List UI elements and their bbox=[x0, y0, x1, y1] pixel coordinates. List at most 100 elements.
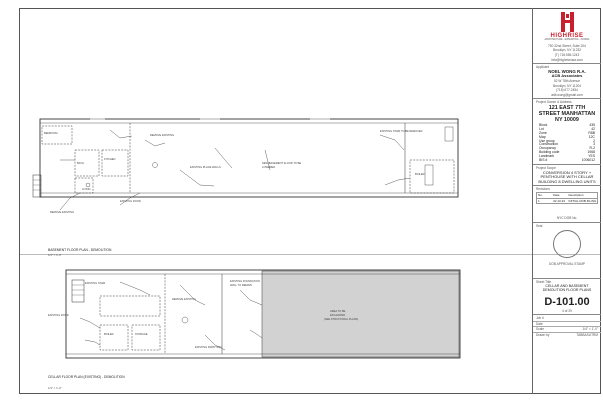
revisions-cell: INITIAL DOB FILING bbox=[568, 198, 597, 203]
plan-note: EXISTING DOOR bbox=[48, 313, 69, 317]
project-address-line-1: 121 EAST 7TH bbox=[548, 104, 586, 111]
room-label: BOILER bbox=[104, 332, 114, 336]
company-city: Brooklyn, NY 11232 bbox=[552, 48, 582, 53]
project-info-key: Lot bbox=[539, 126, 544, 131]
plan-separator bbox=[20, 254, 600, 255]
date-label: Date bbox=[536, 321, 543, 326]
approval-stamp-label: DOB APPROVAL STAMP bbox=[548, 261, 586, 266]
applicant-firm: ACB Associates bbox=[551, 73, 583, 79]
project-info-row: Occupancy R-2 bbox=[533, 146, 601, 151]
room-label: BATH bbox=[77, 161, 84, 165]
applicant-name: NOEL WONG R.A. bbox=[548, 68, 586, 74]
sheet-title-label: Sheet Title bbox=[536, 279, 552, 284]
scope-text: CONVERSION 4 STORY + PENTHOUSE WITH CELL… bbox=[538, 169, 596, 184]
scope-label: Project Scope bbox=[536, 165, 556, 170]
drawn-by-value: TABBASUTRM bbox=[576, 332, 598, 337]
project-info-row: BIS #1006012 bbox=[533, 158, 601, 163]
sheet-title: CELLAR AND BASEMENT DEMOLITION FLOOR PLA… bbox=[542, 284, 592, 293]
cellar-plan-title: CELLAR FLOOR PLAN (EXISTING) - DEMOLITIO… bbox=[48, 375, 125, 379]
room-label: KITCHEN bbox=[104, 157, 116, 161]
plan-note: REMOVE EXISTING bbox=[150, 133, 174, 137]
project-info-value: 3 bbox=[593, 142, 595, 147]
project-info-row: Block 435 bbox=[533, 122, 601, 128]
project-info-row: Map 12C bbox=[533, 134, 601, 140]
revisions-cell: 02.10.23 bbox=[553, 198, 565, 203]
applicant-phone: (718) 677-2454 bbox=[556, 88, 578, 93]
applicant-label: Applicant bbox=[536, 65, 550, 70]
page-of: 4 of 29 bbox=[562, 308, 572, 313]
highrise-logo-icon bbox=[560, 12, 574, 32]
room-label: STORAGE bbox=[135, 332, 148, 336]
project-info-value: YES bbox=[588, 154, 595, 159]
plan-note: EXISTING DOOR bbox=[120, 199, 141, 203]
basement-plan-scale: 1/4" = 1'-0" bbox=[48, 253, 62, 257]
project-info-key: Block bbox=[539, 122, 548, 127]
revisions-header-cell: Description bbox=[568, 192, 584, 197]
cellar-plan-scale: 1/4" = 1'-0" bbox=[48, 386, 62, 390]
project-info-row: Building code 1968 bbox=[533, 150, 601, 155]
plan-note: NEW BASEMENT FLOOR TO BE bbox=[262, 161, 301, 165]
applicant-city: Brooklyn, NY 11204 bbox=[552, 83, 582, 88]
plan-note: EXISTING STAIR TO BE REMOVED bbox=[380, 129, 423, 133]
company-email[interactable]: info@highriseusa.com bbox=[551, 57, 583, 62]
cellar-plan bbox=[65, 269, 461, 359]
title-block: HIGHRISE ARCHITECTURE · EXPEDITING · ZON… bbox=[532, 8, 601, 394]
project-address-line-2: STREET MANHATTAN bbox=[538, 110, 596, 117]
project-info-value: 2 bbox=[593, 138, 595, 143]
plan-note: EXISTING PLACE WALLS bbox=[190, 165, 221, 169]
project-info-row: Landmark YES bbox=[533, 154, 601, 159]
project-address-line-3: NY 10009 bbox=[555, 116, 579, 123]
plan-note: EXISTING STAIR bbox=[85, 281, 105, 285]
plan-note: EXISTING FOUNDATION bbox=[230, 279, 260, 283]
project-info-row: Zone R8B bbox=[533, 130, 601, 136]
excavation-hatch bbox=[261, 270, 460, 358]
project-info-value: 1968 bbox=[587, 150, 595, 155]
company-logo: HIGHRISE ARCHITECTURE · EXPEDITING · ZON… bbox=[533, 8, 601, 43]
project-info-value: 1006012 bbox=[581, 158, 595, 163]
project-info-key: Zone bbox=[539, 130, 547, 135]
plan-note: AREA TO BE bbox=[330, 309, 346, 313]
company-phone: (T) 718.555.1243 bbox=[554, 52, 580, 57]
project-label: Project Owner & Address bbox=[536, 100, 572, 105]
project-info-key: Map bbox=[539, 134, 546, 139]
project-info-key: Construction bbox=[539, 142, 559, 147]
room-label: BOILER bbox=[415, 172, 425, 176]
plan-note: EXISTING PARTITION bbox=[195, 345, 222, 349]
seal-circle bbox=[553, 230, 581, 259]
project-info-key: Building code bbox=[539, 150, 560, 155]
job-label: Job # bbox=[536, 316, 544, 321]
revisions-header-cell: No. bbox=[538, 192, 543, 197]
revisions-header-cell: Date bbox=[553, 192, 560, 197]
project-info-key: Landmark bbox=[539, 154, 555, 159]
revisions-label: Revisions bbox=[536, 187, 550, 192]
revisions-cell: 1 bbox=[538, 198, 540, 203]
project-info-value: 12C bbox=[588, 134, 595, 139]
applicant-email[interactable]: adb.wong@gmail.com bbox=[551, 92, 583, 97]
scale-label: Scale bbox=[536, 327, 544, 332]
room-label: BEDROOM bbox=[44, 131, 57, 135]
basement-plan bbox=[32, 118, 459, 211]
scale-value: 1/4" = 1'-0" bbox=[582, 327, 598, 332]
plan-note: WALL TO REMAIN bbox=[230, 283, 252, 287]
plan-note: LOWERED bbox=[262, 165, 275, 169]
company-name: HIGHRISE bbox=[550, 32, 584, 39]
seal-label: Seal bbox=[536, 223, 543, 228]
company-address: 750 32nd Street, Suite 204 bbox=[548, 43, 586, 48]
plan-note: (SEE STRUCTURAL PLANS) bbox=[324, 317, 358, 321]
project-info-value: R-2 bbox=[589, 146, 595, 151]
project-info-row: Construction 3 bbox=[533, 143, 601, 147]
project-info-value: R8B bbox=[588, 130, 595, 135]
project-info-value: 435 bbox=[589, 122, 595, 127]
project-info-key: Occupancy bbox=[539, 146, 556, 151]
dob-number-label: NYC DOB No. bbox=[556, 216, 578, 221]
sheet-number: D-101.00 bbox=[544, 295, 590, 308]
plan-note: EXCAVATED bbox=[330, 313, 345, 317]
plan-note: REMOVE EXISTING bbox=[172, 297, 196, 301]
floor-plans: BEDROOM KITCHEN BATH LIVING BOILER NEW B… bbox=[32, 118, 461, 359]
company-tagline: ARCHITECTURE · EXPEDITING · ZONING bbox=[544, 39, 590, 42]
applicant-address: 52 W 78th Avenue bbox=[554, 78, 580, 83]
